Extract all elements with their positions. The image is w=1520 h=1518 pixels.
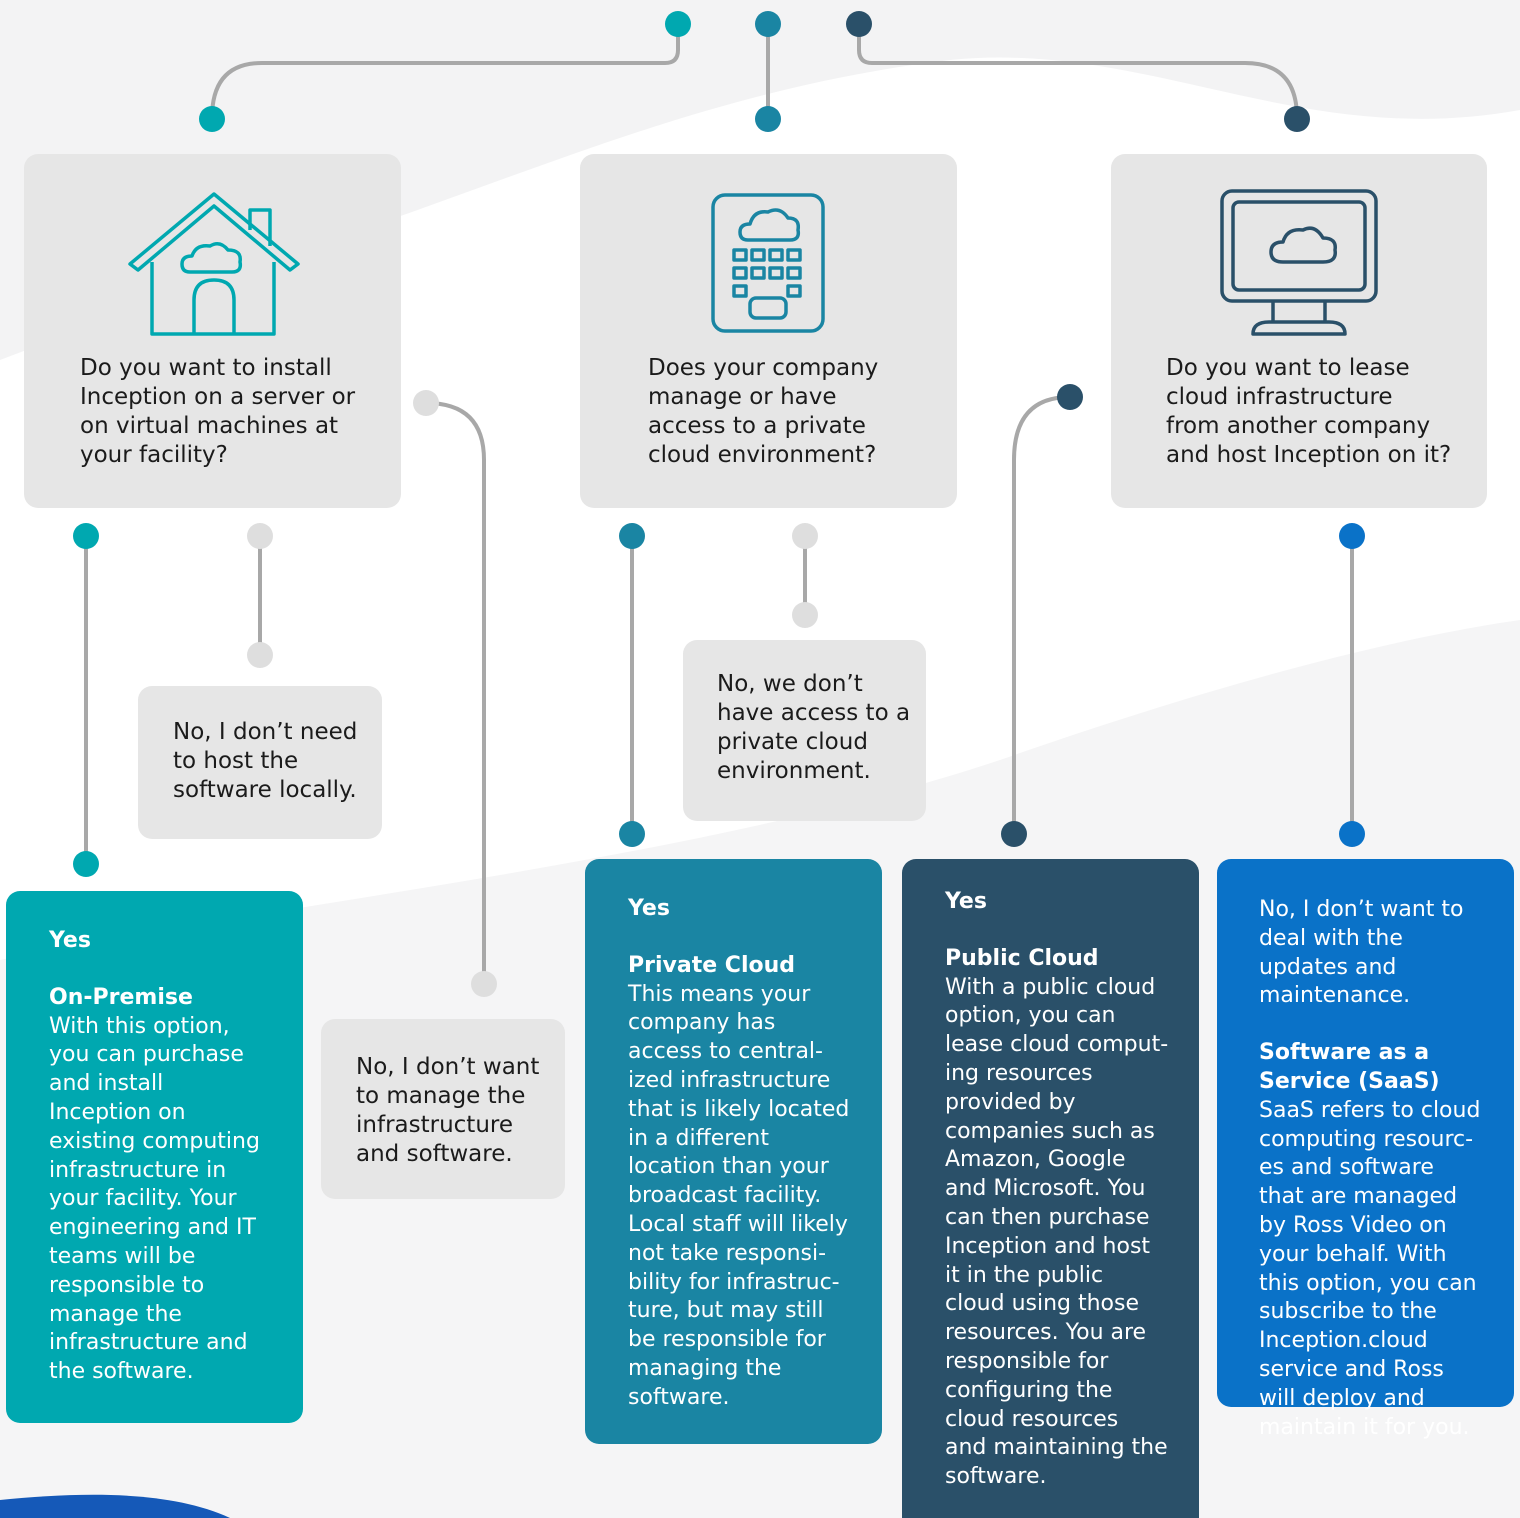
answer-desc-on-premise: With this option, you can purchase and i… <box>49 1013 260 1385</box>
question-card-private-cloud: Does your company manage or have access … <box>580 154 957 508</box>
connector-top-right <box>857 24 1299 119</box>
node-dot-saas-answer <box>1339 821 1365 847</box>
node-dot-q1-top <box>199 106 225 132</box>
connector-public-yes <box>1012 395 1071 833</box>
node-dot-top-blue-teal <box>755 11 781 37</box>
node-dot-no-private-top <box>792 602 818 628</box>
node-dot-no-local-out <box>413 390 439 416</box>
answer-desc-public-cloud: With a public cloud option, you can leas… <box>945 974 1169 1490</box>
no-answer-private: No, we don’t have access to a private cl… <box>683 640 926 821</box>
answer-lead-saas: No, I don’t want to deal with the update… <box>1259 897 1464 1009</box>
node-dot-no-private-out <box>1057 384 1083 410</box>
answer-yes-label: Yes <box>945 889 987 914</box>
node-dot-no-local-top <box>247 642 273 668</box>
node-dot-no-manage-top <box>471 971 497 997</box>
question-card-public-cloud: Do you want to lease cloud infrastructur… <box>1111 154 1487 508</box>
question-text-public-cloud: Do you want to lease cloud infrastructur… <box>1166 355 1452 468</box>
node-dot-q3-top <box>1284 106 1310 132</box>
answer-title-private-cloud: Private Cloud <box>628 952 796 978</box>
node-dot-q2-top <box>755 106 781 132</box>
top-wave <box>0 0 1520 360</box>
bottom-corner-wave <box>0 1494 230 1518</box>
no-answer-manage: No, I don’t want to manage the infrastru… <box>321 1019 565 1199</box>
question-text-private-cloud: Does your company manage or have access … <box>648 355 879 468</box>
answer-card-private-cloud: Yes Private Cloud This means your compan… <box>585 859 882 1444</box>
answer-desc-saas: SaaS refers to cloud computing resourc- … <box>1259 1097 1481 1440</box>
node-dot-private-answer <box>619 821 645 847</box>
answer-title-saas: Software as a Service (SaaS) <box>1259 1040 1440 1094</box>
question-text-on-premise: Do you want to install Inception on a se… <box>80 355 356 468</box>
node-dot-q2-yes <box>619 523 645 549</box>
building-cloud-icon <box>711 193 825 333</box>
connector-no-local-manage <box>425 401 486 984</box>
node-dot-q1-no <box>247 523 273 549</box>
node-dot-q3-no <box>1339 523 1365 549</box>
answer-desc-private-cloud: This means your company has access to ce… <box>628 981 850 1410</box>
answer-card-on-premise: Yes On-Premise With this option, you can… <box>6 891 303 1423</box>
node-dot-top-teal <box>665 11 691 37</box>
node-dot-public-answer <box>1001 821 1027 847</box>
answer-title-public-cloud: Public Cloud <box>945 945 1099 971</box>
answer-yes-label: Yes <box>628 896 670 921</box>
house-cloud-icon <box>128 192 300 336</box>
no-answer-local: No, I don’t need to host the software lo… <box>138 686 382 839</box>
node-dot-onprem-answer <box>73 851 99 877</box>
question-card-on-premise: Do you want to install Inception on a se… <box>24 154 401 508</box>
node-dot-q1-yes <box>73 523 99 549</box>
answer-card-public-cloud: Yes Public Cloud With a public cloud opt… <box>902 859 1199 1518</box>
answer-yes-label: Yes <box>49 928 91 953</box>
connector-top-left <box>210 24 680 119</box>
monitor-cloud-icon <box>1220 189 1378 336</box>
answer-card-saas: No, I don’t want to deal with the update… <box>1217 859 1514 1440</box>
node-dot-q2-no <box>792 523 818 549</box>
node-dot-top-navy <box>846 11 872 37</box>
answer-title-on-premise: On-Premise <box>49 984 193 1010</box>
